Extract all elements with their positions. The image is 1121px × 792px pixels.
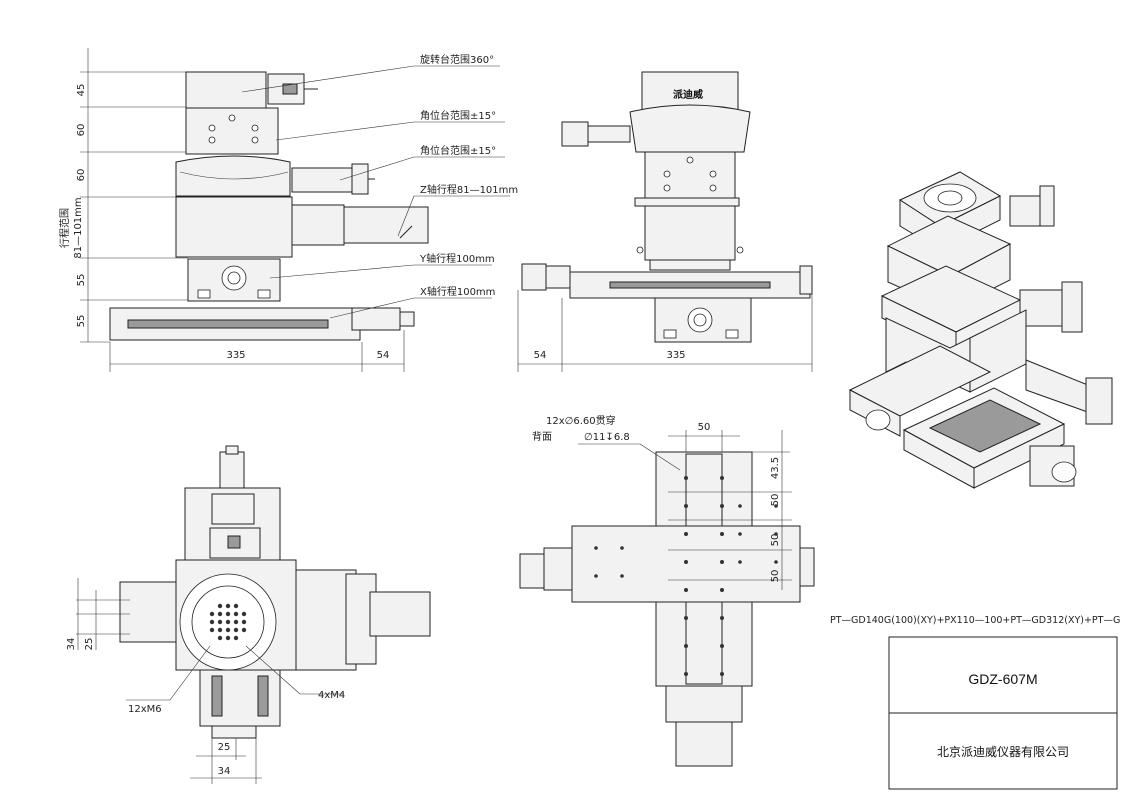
base-mounting-hole [720,672,724,676]
rotary-table-hole [241,611,247,617]
rotary-table-hole [225,635,231,641]
base-mounting-hole [594,546,598,550]
travel-range-label: 行程范围 [58,208,71,248]
base-mounting-hole [620,574,624,578]
base-mounting-hole [738,532,742,536]
base-mounting-hole [684,644,688,648]
rotary-table-hole [233,603,239,609]
rotary-table-hole [241,619,247,625]
base-mounting-hole [684,532,688,536]
company-name: 北京派迪威仪器有限公司 [937,745,1069,759]
base-mounting-hole [684,588,688,592]
holes-m4-label: 4xM4 [318,690,345,701]
base-mounting-hole [684,616,688,620]
base-mounting-hole [774,560,778,564]
top-dim-34: 34 [66,638,77,651]
base-mounting-hole [684,672,688,676]
counterbore-note: ∅11↧6.8 [584,432,630,443]
base-dim-50-c: 50 [770,570,781,583]
callout-angle-range-1: 角位台范围±15° [420,109,496,122]
model-number: GDZ-607M [968,671,1037,687]
holes-m6-label: 12xM6 [128,704,162,715]
callout-rotation-range: 旋转台范围360° [420,53,494,66]
base-mounting-hole [684,476,688,480]
rotary-table-hole [209,619,215,625]
base-mounting-hole [720,616,724,620]
rotary-table-hole [233,635,239,641]
callout-angle-range-2: 角位台范围±15° [420,144,496,157]
callout-y-travel: Y轴行程100mm [419,252,495,265]
title-block: GDZ-607M 北京派迪威仪器有限公司 [888,636,1118,790]
base-mounting-hole [684,504,688,508]
back-note: 背面 [532,430,552,443]
rotary-table-hole [217,603,223,609]
hole-note: 12x∅6.60贯穿 [546,414,616,427]
rotary-table-hole [217,619,223,625]
rotary-table-hole [225,611,231,617]
base-mounting-hole [738,560,742,564]
base-mounting-hole [738,504,742,508]
base-mounting-hole [620,546,624,550]
base-dim-50-a: 50 [770,494,781,507]
dim-55-b: 55 [76,315,87,328]
base-mounting-hole [720,504,724,508]
part-number: PT—GD140G(100)(XY)+PX110—100+PT—GD312(XY… [830,615,1121,626]
callout-z-travel: Z轴行程81—101mm [420,183,518,196]
rotary-table-hole [217,611,223,617]
side-width-dim: 335 [666,350,685,361]
dim-55-a: 55 [76,274,87,287]
callout-x-travel: X轴行程100mm [420,285,495,298]
rotary-table-hole [233,619,239,625]
base-view: 50 43.5 50 50 50 12x∅6.60贯穿 背面 ∅11↧6.8 [519,414,815,767]
top-dim-25: 25 [84,638,95,651]
rotary-table-hole [233,627,239,633]
rotary-table-hole [209,611,215,617]
base-mounting-hole [720,588,724,592]
rotary-table-hole [225,603,231,609]
rotary-table-hole [217,627,223,633]
rotary-table-hole [225,619,231,625]
base-mounting-hole [720,476,724,480]
rotary-table-hole [241,627,247,633]
front-view: 45 60 60 55 55 行程范围 81—101mm [58,48,518,372]
side-view: 派迪威 54 335 [517,71,813,372]
rotary-table-hole [217,635,223,641]
dim-45: 45 [76,84,87,97]
base-mounting-hole [594,574,598,578]
top-dim-25-bottom: 25 [218,742,231,753]
rotary-table-hole [209,627,215,633]
base-mounting-hole [774,504,778,508]
top-dim-34-bottom: 34 [218,766,231,777]
front-motor-dim: 54 [377,350,390,361]
base-dim-50-top: 50 [698,422,711,433]
base-dim-43-5: 43.5 [770,457,781,479]
base-mounting-hole [720,644,724,648]
dim-60-b: 60 [76,169,87,182]
brand-label: 派迪威 [673,88,703,101]
base-mounting-hole [684,560,688,564]
base-mounting-hole [720,560,724,564]
base-dim-50-b: 50 [770,534,781,547]
base-mounting-hole [720,532,724,536]
side-motor-dim: 54 [534,350,547,361]
front-width-dim: 335 [226,350,245,361]
rotary-table-hole [233,611,239,617]
travel-range-value: 81—101mm [73,197,84,258]
top-view: 34 25 25 34 12xM6 4xM4 [66,445,431,784]
rotary-table-hole [225,627,231,633]
base-mounting-hole [774,532,778,536]
isometric-view [848,171,1113,489]
dim-60-a: 60 [76,124,87,137]
